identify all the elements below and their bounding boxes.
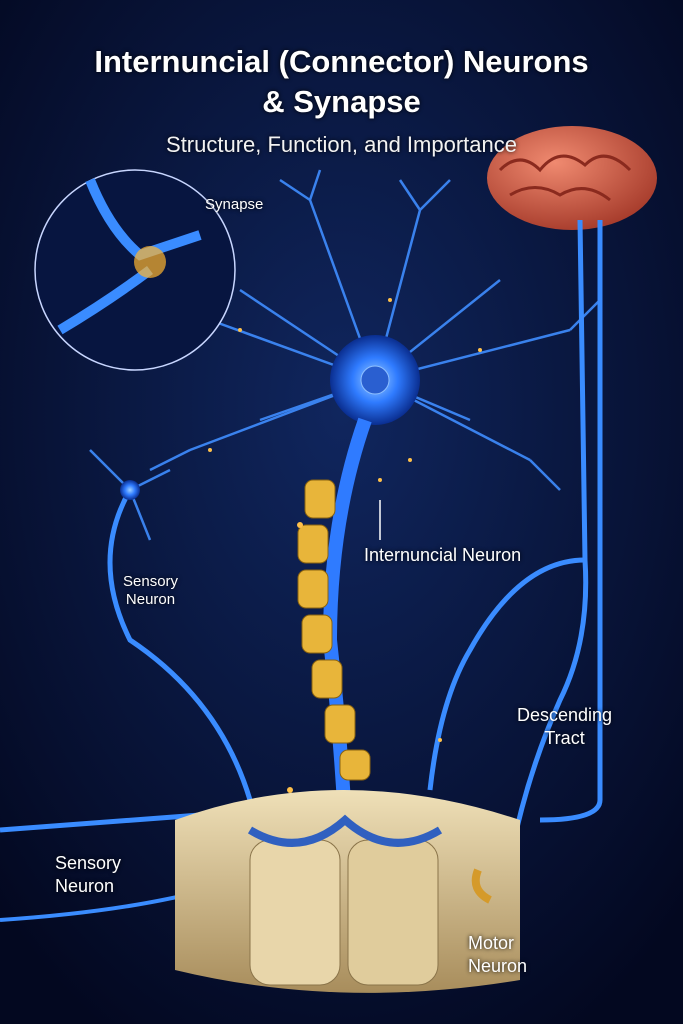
sensory-fiber <box>0 812 201 833</box>
sensory-upper-line1: Sensory <box>123 573 179 590</box>
label-motor-neuron: Motor Neuron <box>468 932 527 978</box>
sensory-neuron-upper <box>107 488 253 801</box>
synapse-inset <box>34 169 236 371</box>
descending-line1: Descending <box>517 705 613 725</box>
label-descending-tract: Descending Tract <box>517 704 612 750</box>
myelin-sheath <box>297 479 371 781</box>
label-sensory-neuron-lower: Sensory Neuron <box>55 852 121 898</box>
label-internuncial-neuron: Internuncial Neuron <box>364 545 522 565</box>
label-synapse: Synapse <box>205 196 264 213</box>
label-sensory-neuron-upper: Sensory Neuron <box>123 573 178 609</box>
brain-icon <box>487 126 657 230</box>
sensory-lower-line2: Neuron <box>55 876 115 896</box>
title-line-2: & Synapse <box>262 84 421 119</box>
motor-line2: Neuron <box>468 956 528 976</box>
title-line-1: Internuncial (Connector) Neurons <box>94 44 589 79</box>
sensory-lower-line1: Sensory <box>55 853 122 873</box>
sensory-upper-line2: Neuron <box>125 591 176 608</box>
motor-line1: Motor <box>468 933 515 953</box>
spinal-cord <box>175 790 520 993</box>
motor-neuron-body <box>471 868 492 904</box>
descending-line2: Tract <box>544 728 585 748</box>
sparkles <box>208 298 482 793</box>
nucleus <box>360 365 390 395</box>
subtitle: Structure, Function, and Importance <box>166 132 517 157</box>
